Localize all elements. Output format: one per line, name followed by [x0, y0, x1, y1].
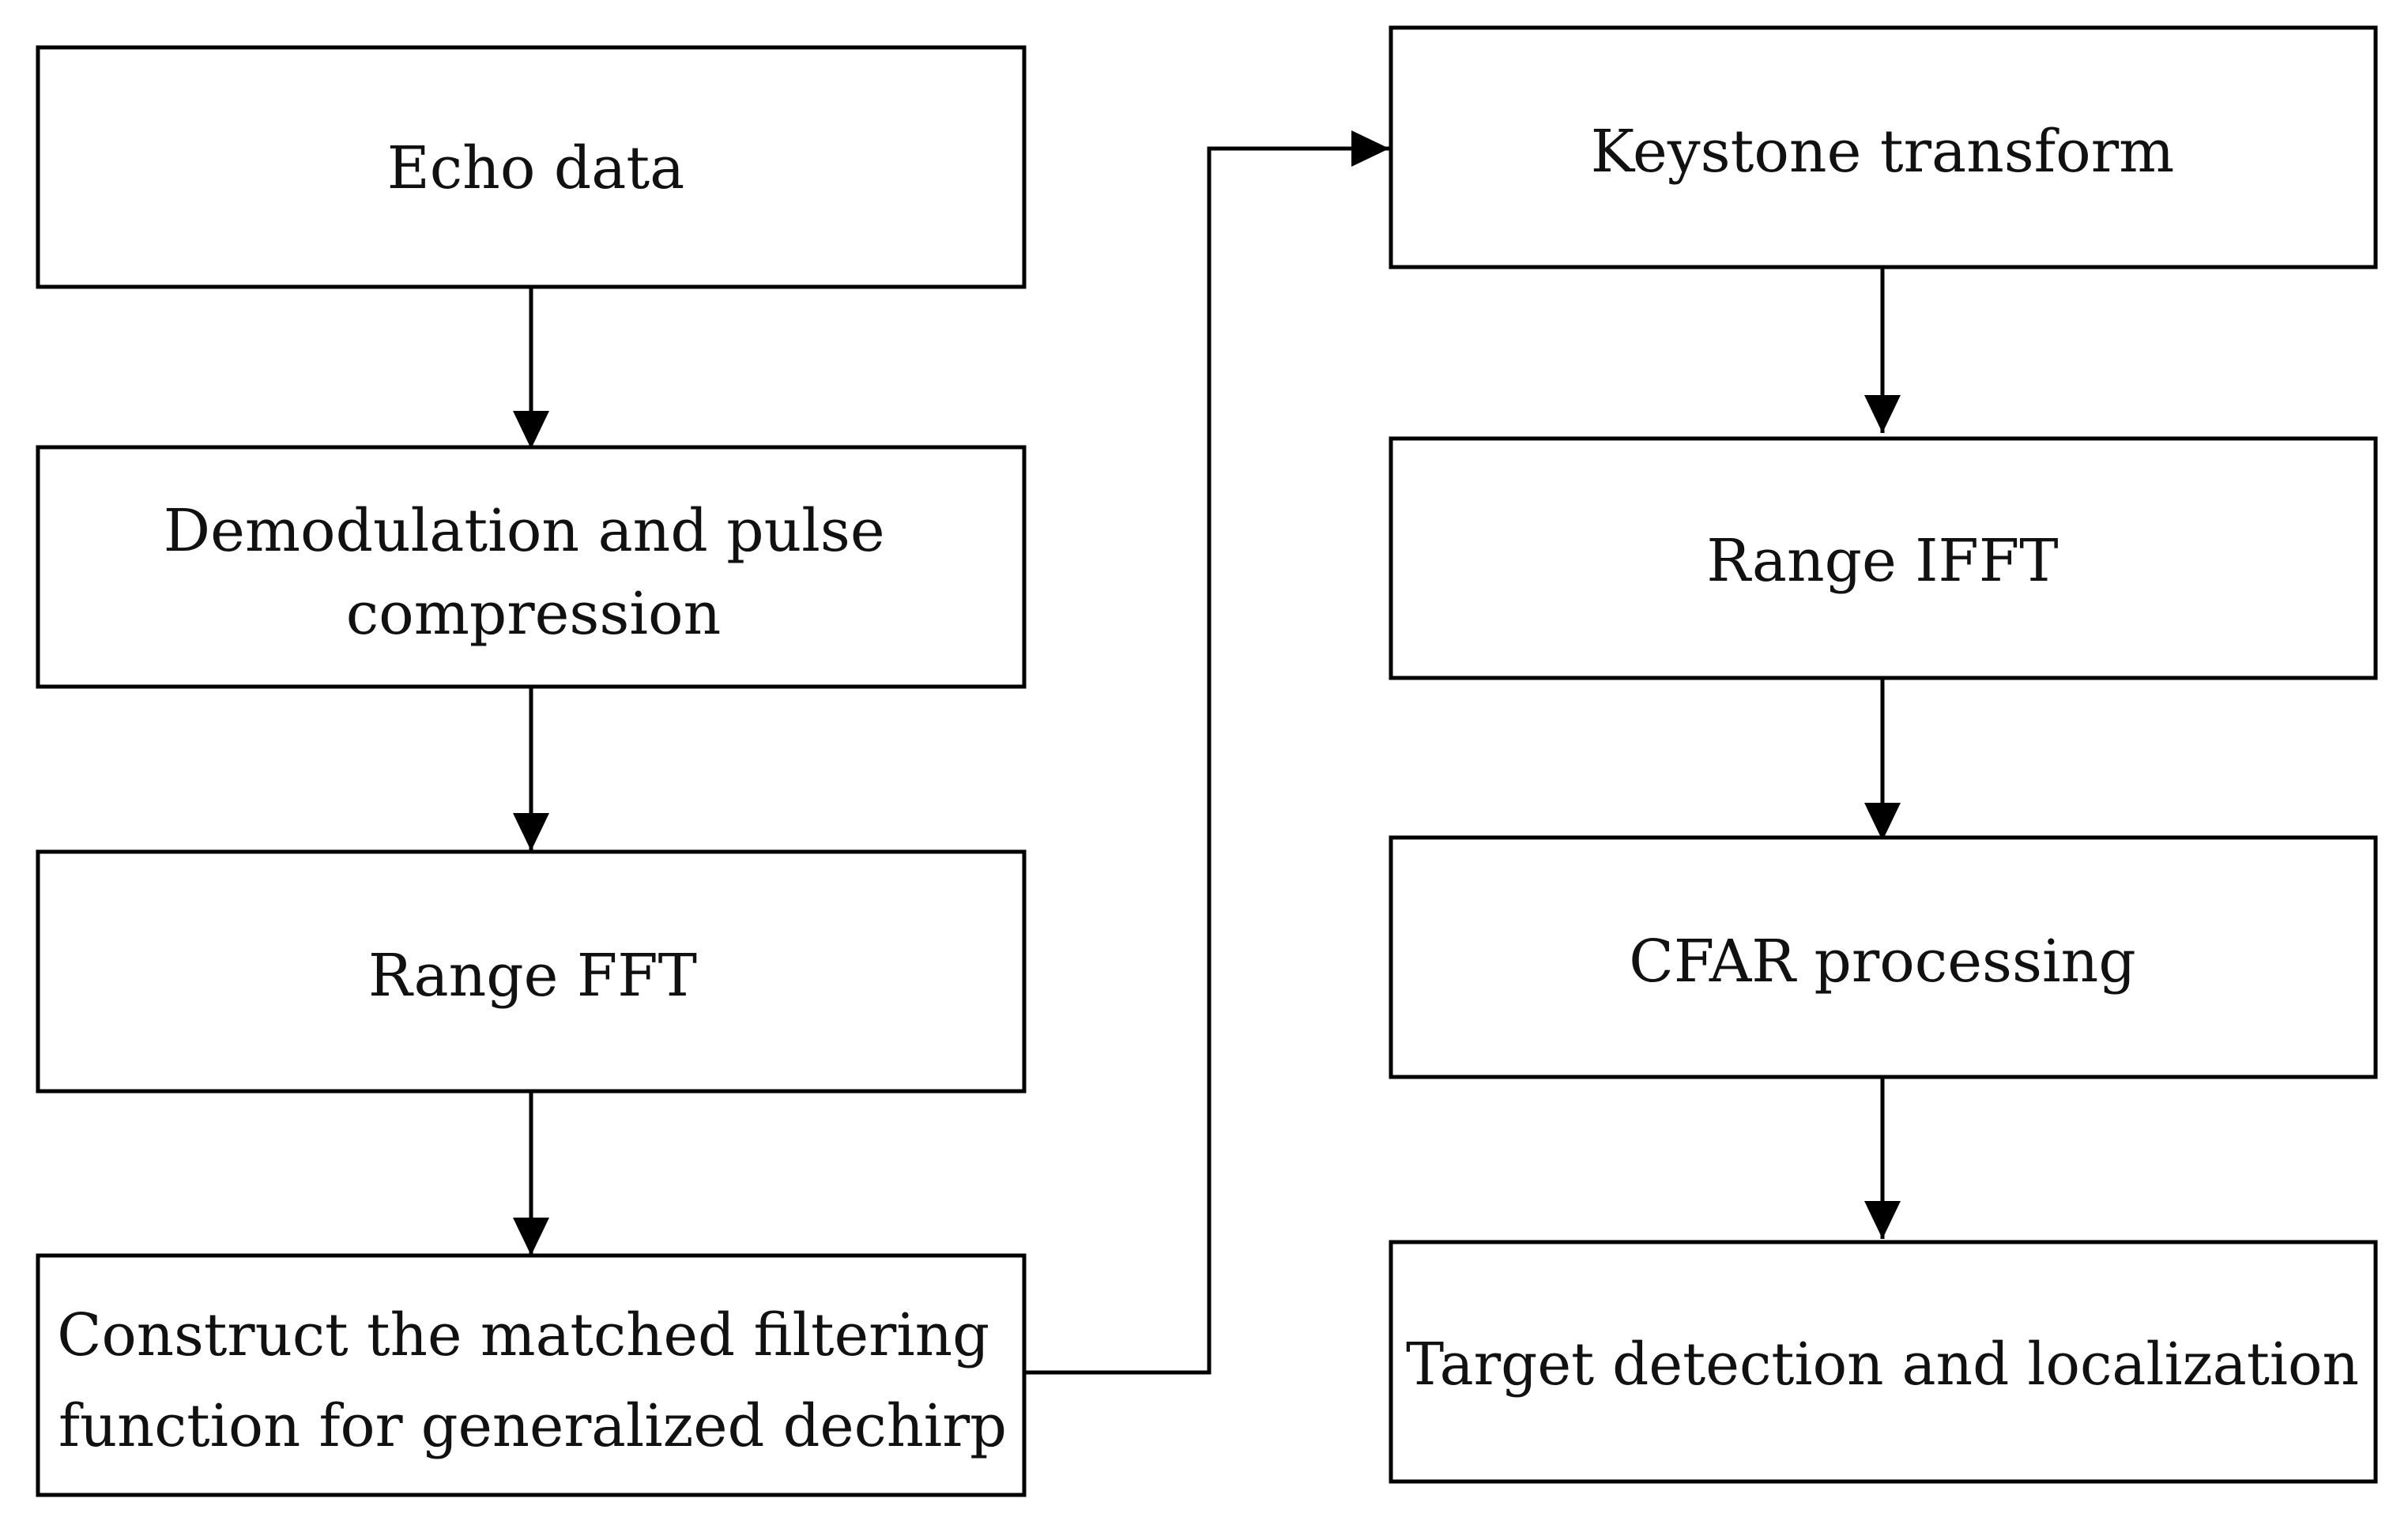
box-range-ifft — [1389, 436, 2378, 680]
svg-text:Keystone transform: Keystone transform — [1591, 118, 2174, 186]
svg-text:Echo data: Echo data — [387, 134, 685, 202]
arrow-matched-filter-to-keystone — [1024, 130, 1389, 1375]
node-echo-data: Echo data — [36, 45, 1027, 289]
node-demodulation-line-2: compression — [346, 580, 722, 648]
box-echo-data — [36, 45, 1027, 289]
box-cfar — [1389, 835, 2378, 1079]
node-target-detection-line-1: Target detection and localization — [1406, 1331, 2359, 1399]
node-cfar-line-1: CFAR processing — [1629, 928, 2135, 996]
box-matched-filter — [36, 1253, 1027, 1497]
node-range-fft-line-1: Range FFT — [368, 942, 697, 1010]
svg-text:Range FFT: Range FFT — [368, 942, 697, 1010]
node-range-ifft: Range IFFT — [1389, 436, 2378, 680]
connectors — [513, 130, 1901, 1375]
node-matched-filter-line-2: function for generalized dechirp — [58, 1392, 1007, 1460]
svg-text:Target detection and localizat: Target detection and localization — [1406, 1331, 2359, 1399]
node-target-detection: Target detection and localization — [1389, 1240, 2378, 1484]
node-demodulation-line-1: Demodulation and pulse — [164, 497, 885, 565]
node-range-fft: Range FFT — [36, 849, 1027, 1094]
node-matched-filter-line-1: Construct the matched filtering — [57, 1301, 989, 1369]
svg-text:CFAR processing: CFAR processing — [1629, 928, 2135, 996]
node-keystone-line-1: Keystone transform — [1591, 118, 2174, 186]
svg-text:Construct the matched filteri: Construct the matched filtering function… — [57, 1301, 1008, 1460]
box-keystone — [1389, 25, 2378, 269]
node-matched-filter: Construct the matched filtering function… — [36, 1253, 1027, 1497]
node-keystone: Keystone transform — [1389, 25, 2378, 269]
svg-text:Demodulation and pulse c: Demodulation and pulse compression — [164, 497, 903, 648]
box-demodulation — [36, 445, 1027, 689]
node-echo-data-line-1: Echo data — [387, 134, 685, 202]
node-cfar: CFAR processing — [1389, 835, 2378, 1079]
box-target-detection — [1389, 1240, 2378, 1484]
box-range-fft — [36, 849, 1027, 1094]
svg-text:Range IFFT: Range IFFT — [1706, 527, 2058, 595]
node-demodulation: Demodulation and pulse compression — [36, 445, 1027, 689]
node-range-ifft-line-1: Range IFFT — [1706, 527, 2058, 595]
